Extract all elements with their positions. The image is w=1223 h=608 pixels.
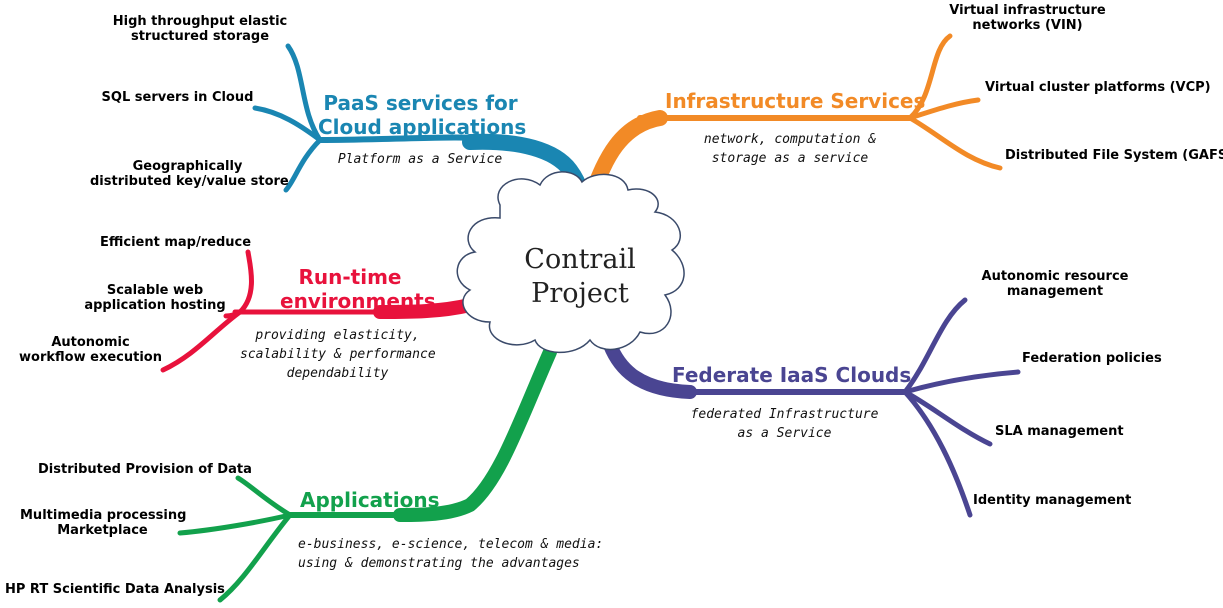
apps-leaf-multimedia-line2: Marketplace <box>57 523 148 538</box>
infra-heading: Infrastructure Services <box>665 89 926 113</box>
apps-twig-2 <box>177 512 293 536</box>
infra-leaf-vin-line2: networks (VIN) <box>972 18 1083 33</box>
federate-twig-4 <box>902 389 973 518</box>
paas-twig-2 <box>252 105 323 143</box>
apps-note-line1: e-business, e-science, telecom & media: <box>298 537 604 552</box>
runtime-leaf-workflow-line2: workflow execution <box>19 350 162 365</box>
federate-twig-3 <box>902 389 993 447</box>
federate-branch <box>603 297 1021 518</box>
apps-heading: Applications <box>300 488 440 512</box>
infra-twig-3 <box>907 115 1003 171</box>
paas-twig-1 <box>285 43 323 143</box>
runtime-heading-line1: Run-time <box>298 265 402 289</box>
federate-leaf-resource: Autonomic resource management <box>970 269 1140 299</box>
apps-trunk-thick <box>393 345 557 522</box>
infra-note-line2: storage as a service <box>711 151 869 166</box>
apps-twig-3 <box>217 512 293 603</box>
infra-leaf-gafs: Distributed File System (GAFS) <box>1005 148 1223 163</box>
paas-note: Platform as a Service <box>337 152 503 167</box>
apps-leaf-provision: Distributed Provision of Data <box>38 462 252 477</box>
infra-leaf-vcp: Virtual cluster platforms (VCP) <box>985 80 1211 95</box>
runtime-leaf-webhosting-line2: application hosting <box>84 298 226 313</box>
paas-leaf-storage-line2: structured storage <box>130 29 270 44</box>
infra-twig-1 <box>907 33 953 121</box>
paas-twig-3 <box>283 137 323 193</box>
paas-leaf-sql: SQL servers in Cloud <box>101 90 254 105</box>
federate-twig-1 <box>902 297 968 395</box>
federate-note-line2: as a Service <box>737 426 832 441</box>
paas-heading: PaaS services for Cloud applications <box>318 91 527 139</box>
apps-leaf-scientific: HP RT Scientific Data Analysis <box>5 582 225 597</box>
runtime-leaf-webhosting: Scalable web application hosting <box>80 283 230 313</box>
apps-note-line2: using & demonstrating the advantages <box>298 556 580 571</box>
runtime-twig-3 <box>160 309 243 373</box>
federate-note-line1: federated Infrastructure <box>690 407 879 422</box>
center-cloud <box>456 171 685 354</box>
apps-leaf-multimedia-line1: Multimedia processing <box>20 508 187 523</box>
runtime-note-line1: providing elasticity, <box>255 328 420 343</box>
runtime-branch <box>160 249 477 373</box>
paas-leaf-keyvalue: Geographically distributed key/value sto… <box>90 159 289 189</box>
infra-twig-2 <box>907 97 981 121</box>
infra-leaf-vin-line1: Virtual infrastructure <box>949 3 1106 18</box>
apps-leaf-multimedia: Multimedia processing Marketplace <box>20 508 187 538</box>
paas-heading-line2: Cloud applications <box>318 115 527 139</box>
center-title-line2: Project <box>531 278 629 309</box>
federate-heading: Federate IaaS Clouds <box>672 363 912 387</box>
runtime-twig-1 <box>237 249 254 315</box>
runtime-note-line2: scalability & performance <box>240 347 436 362</box>
infra-leaf-vin: Virtual infrastructure networks (VIN) <box>945 3 1110 33</box>
federate-leaf-resource-line1: Autonomic resource <box>981 269 1129 284</box>
runtime-leaf-mapreduce: Efficient map/reduce <box>100 235 252 250</box>
federate-leaf-identity: Identity management <box>973 493 1132 508</box>
paas-heading-line1: PaaS services for <box>323 91 518 115</box>
federate-leaf-sla: SLA management <box>995 424 1124 439</box>
infra-branch <box>585 33 1003 200</box>
runtime-heading-line2: environments <box>280 289 436 313</box>
paas-leaf-storage-line1: High throughput elastic <box>112 14 288 29</box>
infra-note: network, computation & storage as a serv… <box>690 130 890 168</box>
runtime-heading: Run-time environments <box>280 265 436 313</box>
center-title: Contrail Project <box>505 243 655 311</box>
runtime-note: providing elasticity, scalability & perf… <box>240 326 436 383</box>
federate-note: federated Infrastructure as a Service <box>682 405 887 443</box>
federate-leaf-policies: Federation policies <box>1022 351 1162 366</box>
apps-branch <box>177 345 557 603</box>
apps-twig-1 <box>235 475 293 518</box>
infra-note-line1: network, computation & <box>703 132 877 147</box>
apps-note: e-business, e-science, telecom & media: … <box>298 535 604 573</box>
center-title-line1: Contrail <box>524 244 636 275</box>
paas-leaf-keyvalue-line1: Geographically <box>132 159 243 174</box>
runtime-leaf-workflow-line1: Autonomic <box>51 335 130 350</box>
runtime-note-line3: dependability <box>286 366 389 381</box>
paas-leaf-keyvalue-line2: distributed key/value store <box>90 174 289 189</box>
paas-leaf-storage: High throughput elastic structured stora… <box>100 14 300 44</box>
runtime-leaf-workflow: Autonomic workflow execution <box>18 335 163 365</box>
federate-twig-2 <box>902 369 1021 395</box>
runtime-leaf-webhosting-line1: Scalable web <box>106 283 204 298</box>
federate-leaf-resource-line2: management <box>1006 284 1104 299</box>
